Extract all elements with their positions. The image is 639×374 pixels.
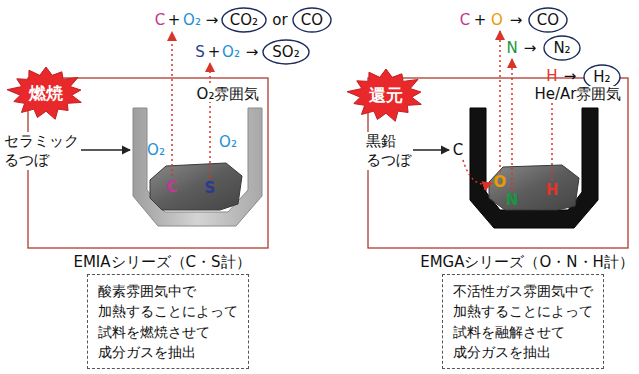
element-symbol: N — [506, 40, 517, 57]
element-symbol: C — [155, 12, 165, 29]
gas-path — [499, 31, 501, 172]
element-symbol: H — [546, 182, 559, 199]
gas-path — [209, 63, 211, 178]
crucible-label: セラミック るつぼ — [2, 132, 81, 170]
operator: + — [208, 44, 221, 61]
element-symbol: O₂ — [219, 134, 237, 151]
operator: → — [206, 12, 219, 29]
element-symbol: S — [205, 180, 216, 197]
gas-formula: H₂ — [593, 69, 610, 86]
gas-circle: CO — [292, 7, 332, 33]
sample — [150, 163, 242, 210]
gas-circle: N₂ — [543, 35, 581, 61]
gas-path — [171, 32, 173, 176]
reaction-burst: 燃焼 — [8, 66, 84, 120]
element-symbol: O — [494, 174, 507, 191]
process-word: 燃焼 — [29, 82, 63, 105]
reaction-burst: 還元 — [348, 68, 424, 122]
gas-circle: SO₂ — [262, 39, 310, 65]
note-text: 酸素雰囲気中で 加熱することによって 試料を燃焼させて 成分ガスを抽出 — [98, 281, 238, 362]
gas-path — [511, 59, 513, 190]
ceramic-crucible — [133, 108, 262, 226]
operator: → — [524, 40, 537, 57]
operator: → — [510, 12, 523, 29]
element-symbol: O₂ — [147, 142, 165, 159]
starburst-shape — [347, 69, 421, 121]
element-symbol: N — [506, 192, 519, 209]
gas-formula: CO₂ — [230, 12, 258, 29]
element-symbol: C — [453, 142, 463, 159]
starburst-shape — [7, 67, 81, 119]
note-box: 酸素雰囲気中で 加熱することによって 試料を燃焼させて 成分ガスを抽出 — [87, 274, 249, 369]
atmosphere-label: O₂雰囲気 — [195, 86, 262, 103]
operator: + — [474, 12, 487, 29]
operator: → — [246, 44, 259, 61]
element-symbol: O₂ — [222, 44, 240, 61]
reaction-path — [463, 160, 492, 184]
series-caption: EMGAシリーズ（O・N・H計） — [420, 254, 634, 271]
element-symbol: O₂ — [183, 12, 201, 29]
ellipse-outline — [263, 40, 309, 64]
graphite-crucible — [470, 108, 598, 228]
gas-circle: CO — [528, 7, 568, 33]
element-symbol: C — [460, 12, 470, 29]
process-word: 還元 — [369, 84, 403, 107]
element-symbol: O — [491, 12, 503, 29]
conjunction: or — [272, 12, 287, 29]
operator: + — [168, 12, 181, 29]
ellipse-outline — [544, 36, 580, 60]
element-symbol: H — [546, 68, 557, 85]
series-caption: EMIAシリーズ（C・S計） — [73, 254, 250, 271]
note-text: 不活性ガス雰囲気中で 加熱することによって 試料を融解させて 成分ガスを抽出 — [453, 281, 593, 362]
gas-formula: CO — [301, 12, 323, 29]
pointer-arrow — [81, 149, 130, 150]
operator: → — [564, 68, 577, 85]
ellipse-outline — [293, 8, 331, 32]
ellipse-outline — [222, 8, 266, 32]
gas-formula: N₂ — [553, 40, 570, 57]
gas-circle: CO₂ — [221, 7, 267, 33]
crucible-label: 黒鉛 るつぼ — [364, 132, 413, 170]
element-symbol: C — [166, 179, 177, 196]
atmosphere-label: He/Ar雰囲気 — [533, 86, 624, 103]
note-box: 不活性ガス雰囲気中で 加熱することによって 試料を融解させて 成分ガスを抽出 — [442, 274, 604, 369]
gas-formula: SO₂ — [272, 44, 299, 61]
gas-formula: CO — [537, 12, 559, 29]
pointer-arrow — [413, 149, 449, 150]
element-symbol: S — [195, 44, 205, 61]
ellipse-outline — [529, 8, 567, 32]
sample — [489, 165, 579, 210]
